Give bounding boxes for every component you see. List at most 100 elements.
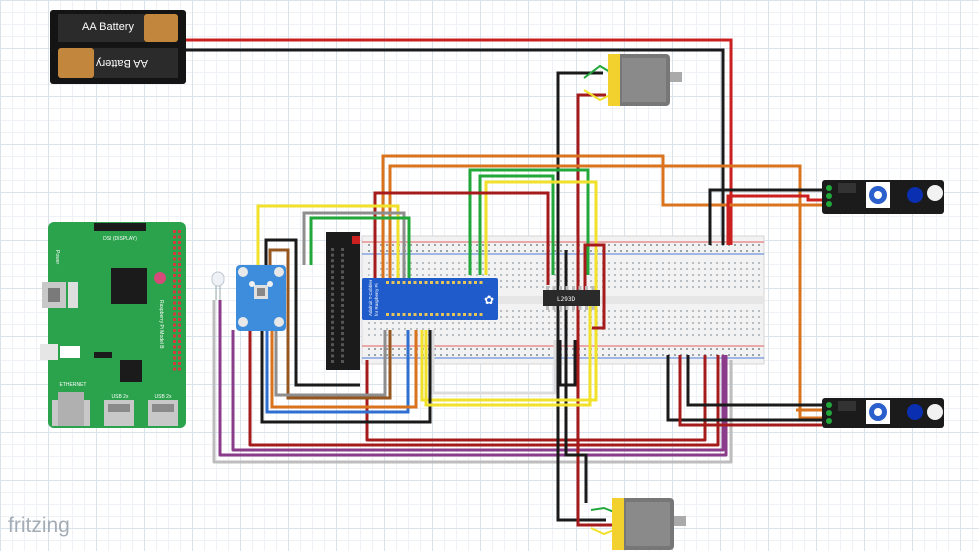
- breadboard-hole: [524, 262, 526, 264]
- breadboard-hole: [542, 328, 544, 330]
- breadboard-hole: [542, 334, 544, 336]
- breadboard-hole: [548, 354, 550, 356]
- wire-motor-green-bot: [590, 506, 615, 513]
- breadboard-hole: [572, 348, 574, 350]
- battery-top-label: AA Battery: [82, 21, 134, 33]
- breadboard-hole: [530, 348, 532, 350]
- gpio-pin: [173, 235, 176, 239]
- breadboard-hole: [386, 334, 388, 336]
- breadboard-hole: [638, 328, 640, 330]
- breadboard-hole: [752, 322, 754, 324]
- breadboard-hole: [710, 322, 712, 324]
- breadboard-hole: [572, 244, 574, 246]
- wire-darkred-1: [373, 191, 550, 285]
- breadboard-hole: [698, 286, 700, 288]
- breadboard-hole: [452, 348, 454, 350]
- cobbler-pin: [424, 281, 428, 284]
- cobbler-pin: [441, 313, 444, 316]
- breadboard-hole: [422, 268, 424, 270]
- breadboard-hole: [500, 328, 502, 330]
- breadboard-hole: [758, 250, 760, 252]
- breadboard-hole: [536, 262, 538, 264]
- breadboard-hole: [548, 328, 550, 330]
- breadboard-hole: [704, 316, 706, 318]
- breadboard-hole: [686, 274, 688, 276]
- gpio-pin: [178, 235, 181, 239]
- breadboard-hole: [668, 250, 670, 252]
- breadboard-hole: [710, 274, 712, 276]
- cobbler-pin: [430, 281, 433, 284]
- breadboard-hole: [632, 310, 634, 312]
- breadboard-hole: [416, 268, 418, 270]
- gpio-pin: [178, 230, 181, 233]
- breadboard-hole: [740, 268, 742, 270]
- wire-red-sensor1: [726, 194, 822, 245]
- breadboard-hole: [386, 348, 388, 350]
- breadboard-hole: [632, 354, 634, 356]
- breadboard-hole: [728, 322, 730, 324]
- breadboard-hole: [662, 280, 664, 282]
- breadboard-hole: [518, 348, 520, 350]
- breadboard-hole: [692, 310, 694, 312]
- breadboard-hole: [674, 354, 676, 356]
- breadboard-hole: [398, 354, 400, 356]
- breadboard-hole: [722, 328, 724, 330]
- breadboard-hole: [560, 334, 562, 336]
- breadboard-hole: [758, 268, 760, 270]
- breadboard-hole: [518, 262, 520, 264]
- ribbon-pin: [341, 326, 344, 330]
- breadboard-hole: [674, 286, 676, 288]
- cobbler-pin: [479, 281, 483, 284]
- breadboard-hole: [368, 354, 370, 356]
- breadboard-hole: [662, 316, 664, 318]
- breadboard-hole: [656, 250, 658, 252]
- breadboard-hole: [710, 334, 712, 336]
- breadboard-hole: [524, 280, 526, 282]
- breadboard-hole: [416, 274, 418, 276]
- breadboard-hole: [506, 348, 508, 350]
- breadboard-hole: [674, 348, 676, 350]
- chip-label: L293D: [557, 296, 575, 303]
- breadboard-hole: [608, 310, 610, 312]
- breadboard-hole: [572, 280, 574, 282]
- breadboard-hole: [674, 334, 676, 336]
- breadboard-hole: [410, 274, 412, 276]
- breadboard-hole: [602, 334, 604, 336]
- breadboard-hole: [368, 334, 370, 336]
- ribbon-pin: [331, 287, 334, 291]
- breadboard-hole: [662, 286, 664, 288]
- breadboard-hole: [638, 280, 640, 282]
- breadboard-hole: [710, 316, 712, 318]
- breadboard-hole: [602, 348, 604, 350]
- breadboard-hole: [416, 322, 418, 324]
- breadboard-hole: [674, 262, 676, 264]
- breadboard-hole: [626, 286, 628, 288]
- breadboard-hole: [428, 268, 430, 270]
- breadboard-hole: [368, 244, 370, 246]
- breadboard-hole: [380, 348, 382, 350]
- breadboard-hole: [446, 354, 448, 356]
- breadboard-hole: [746, 322, 748, 324]
- breadboard-hole: [392, 328, 394, 330]
- breadboard-hole: [422, 244, 424, 246]
- cobbler-pin: [391, 281, 395, 284]
- breadboard-hole: [542, 274, 544, 276]
- breadboard-hole: [422, 328, 424, 330]
- breadboard-hole: [458, 322, 460, 324]
- breadboard-hole: [572, 316, 574, 318]
- gpio-pin: [178, 367, 181, 371]
- breadboard-hole: [704, 274, 706, 276]
- breadboard-hole: [638, 268, 640, 270]
- wire-gray: [212, 300, 733, 464]
- breadboard-hole: [644, 268, 646, 270]
- breadboard-hole: [458, 328, 460, 330]
- breadboard-hole: [476, 348, 478, 350]
- breadboard-hole: [386, 328, 388, 330]
- breadboard-hole: [446, 322, 448, 324]
- wire-battery-red: [185, 38, 733, 245]
- breadboard-hole: [440, 262, 442, 264]
- breadboard-hole: [428, 250, 430, 252]
- breadboard-hole: [734, 250, 736, 252]
- breadboard-hole: [674, 244, 676, 246]
- breadboard-hole: [620, 244, 622, 246]
